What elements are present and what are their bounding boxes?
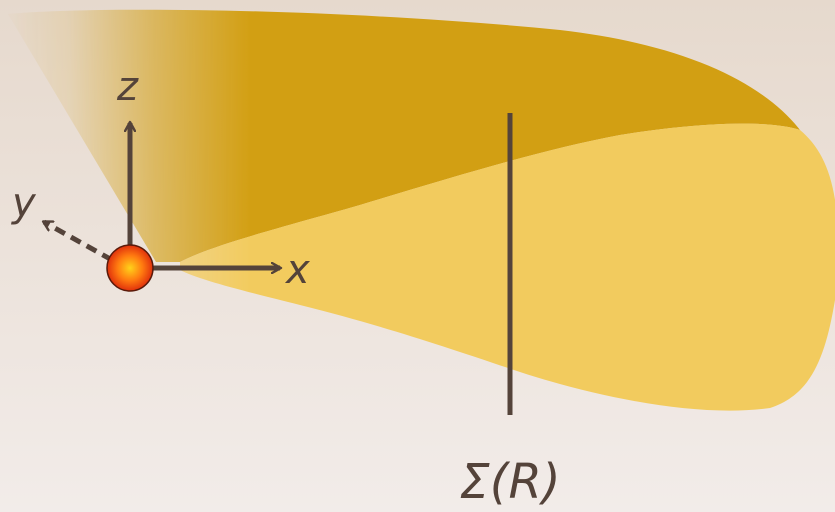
coordinate-axes [44, 123, 280, 268]
y-axis-arrow [44, 219, 114, 263]
z-axis-label: z [116, 64, 139, 110]
x-axis-label: x [284, 247, 310, 293]
star-icon [106, 244, 154, 292]
sigma-surface-label: Σ(R) [459, 454, 560, 510]
outflow-upper-surface [8, 9, 800, 263]
y-axis-label: y [11, 180, 37, 226]
